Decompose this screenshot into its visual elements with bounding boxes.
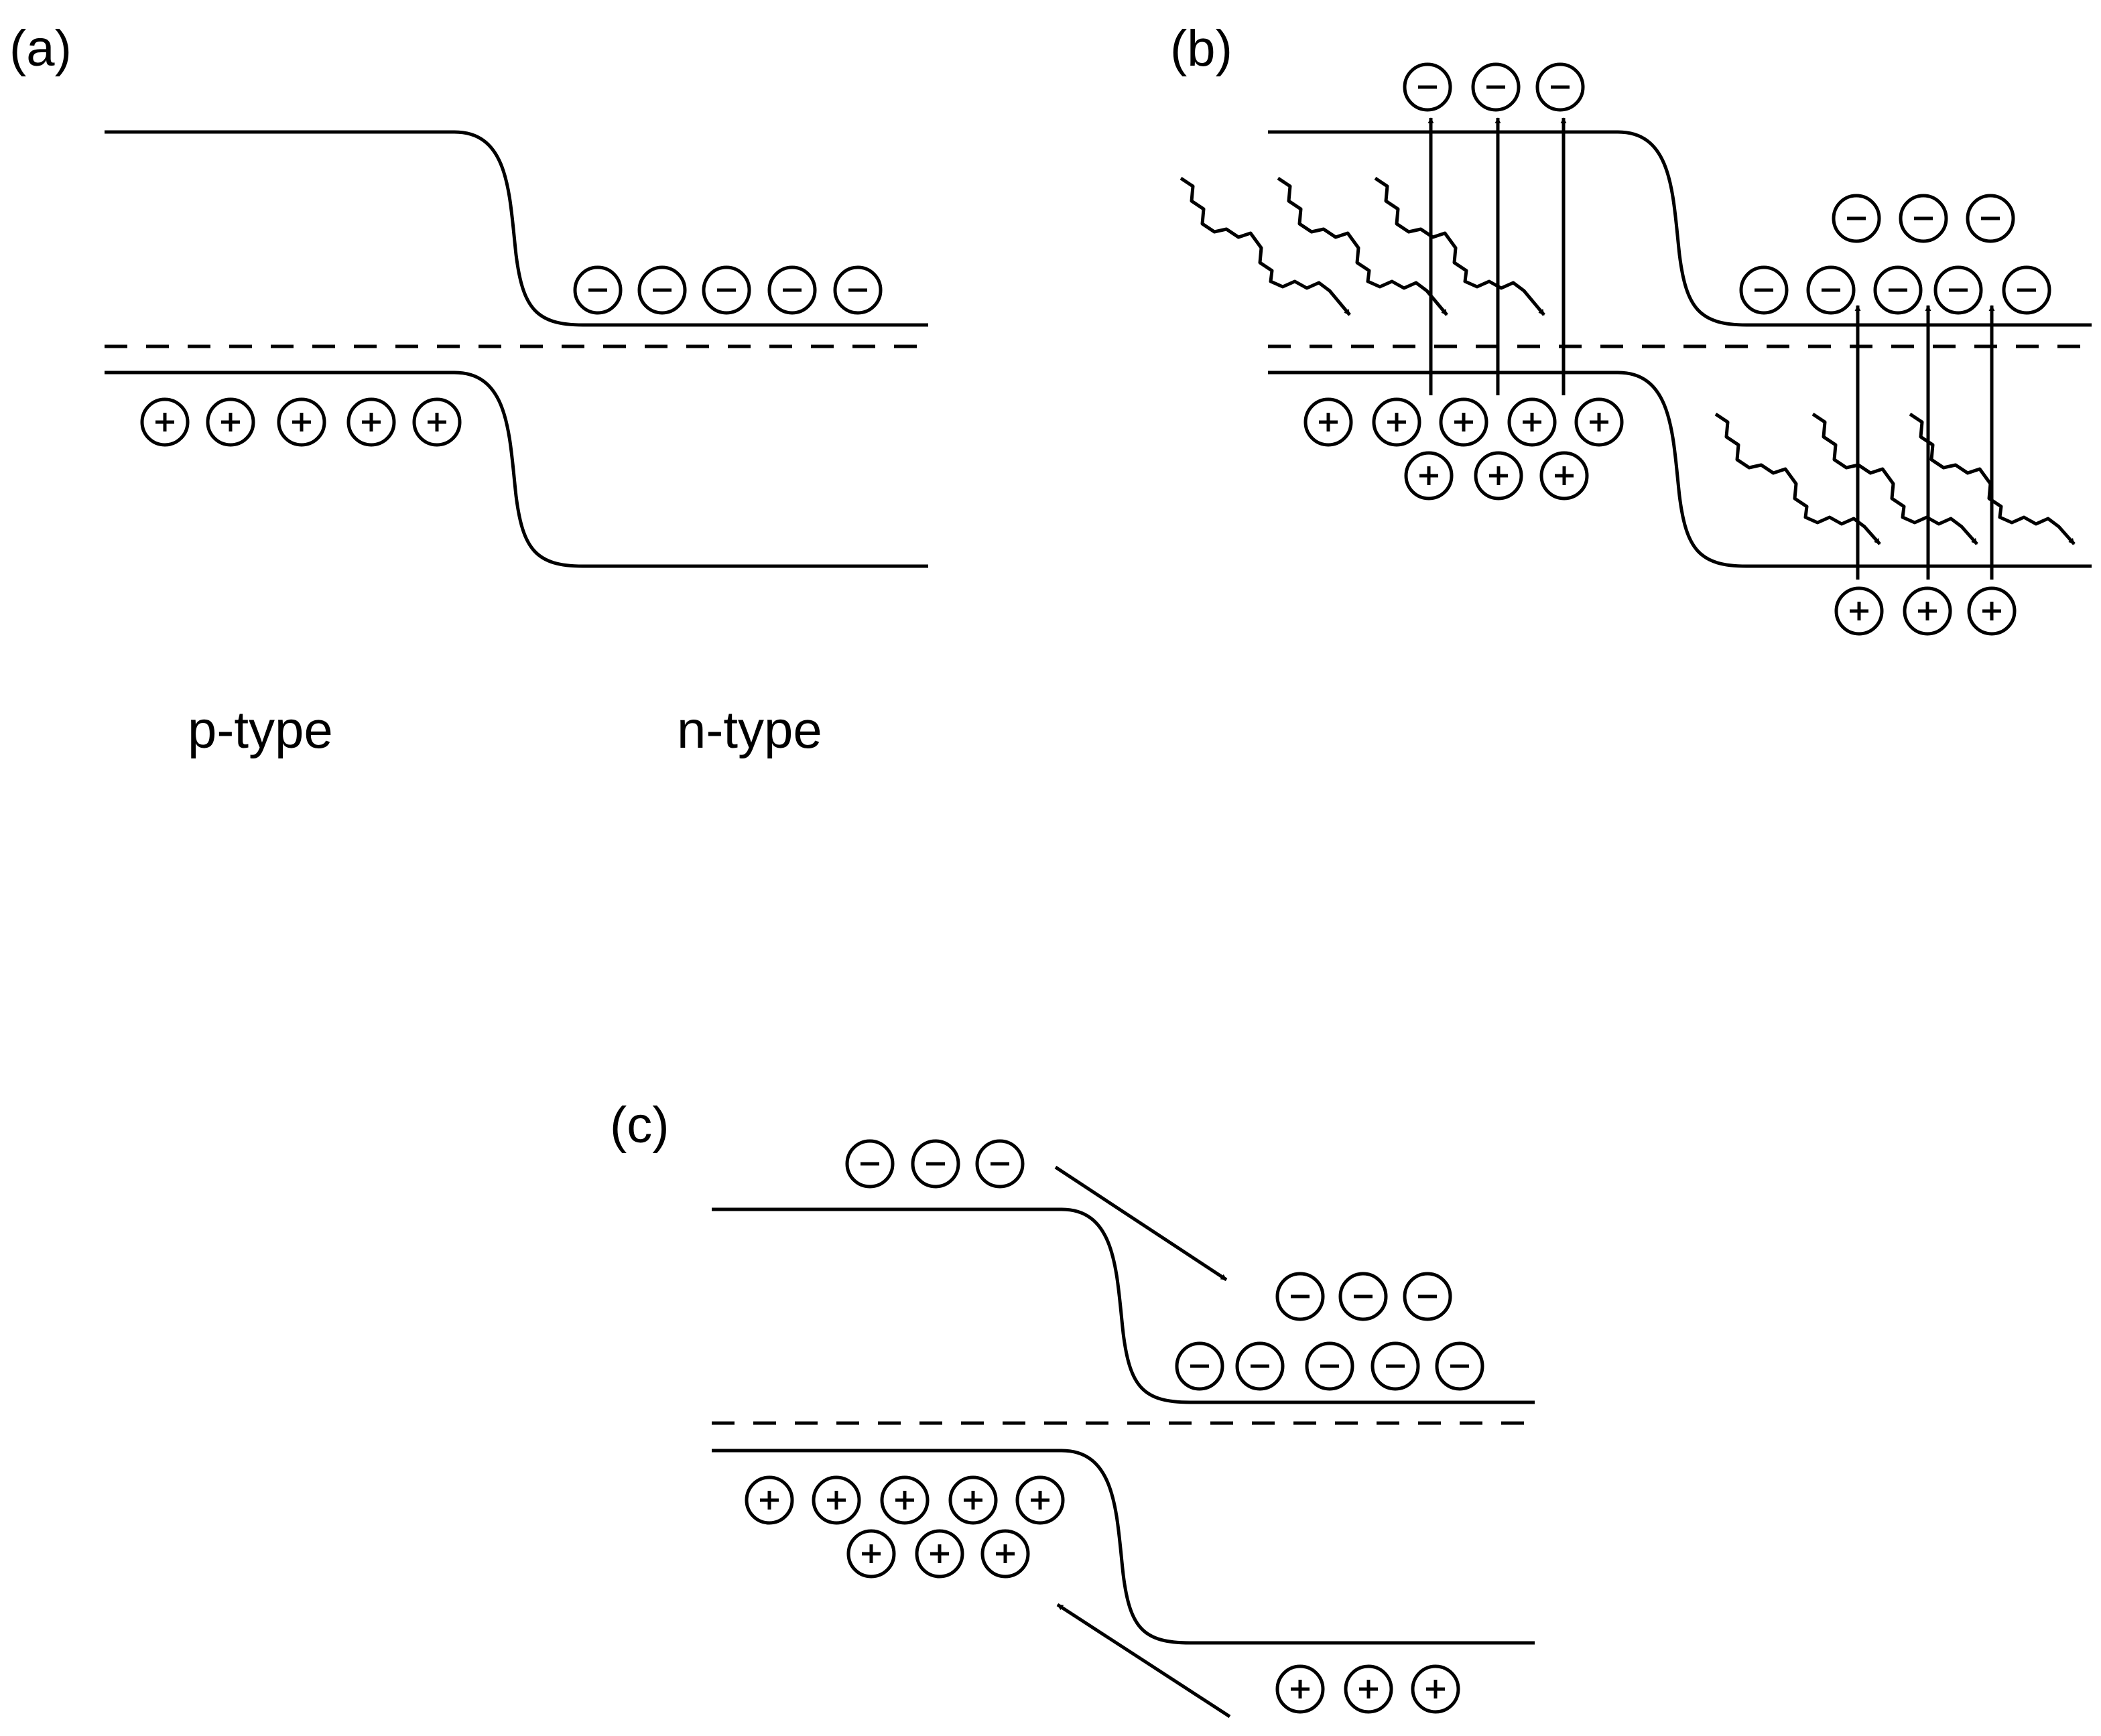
hole-symbol [880,1475,930,1525]
hole-symbol [1539,451,1589,500]
hole-symbol [1574,397,1624,447]
hole-symbol [1015,1475,1065,1525]
hole-symbol [140,397,190,447]
hole-symbol [1439,397,1488,447]
hole-symbol [1903,586,1952,636]
electron-symbol [1305,1341,1354,1391]
electron-diffusion-arrow [1054,1165,1228,1282]
electron-symbol [1966,194,2015,243]
electron-symbol [1832,194,1881,243]
electron-symbol [1175,1341,1224,1391]
electron-symbol [637,265,687,315]
electron-symbol [911,1139,960,1189]
electron-symbol [1403,1272,1452,1321]
hole-symbol [1275,1664,1325,1714]
hole-symbol [206,397,255,447]
electron-symbol [702,265,751,315]
hole-symbol [1967,586,2017,636]
electron-symbol [573,265,623,315]
electron-symbol [833,265,883,315]
photon-wavy-arrow [1714,412,1881,545]
hole-symbol [1474,451,1523,500]
electron-symbol [1435,1341,1484,1391]
hole-symbol [948,1475,998,1525]
photons-p-side [1180,176,1545,316]
hole-symbol [745,1475,794,1525]
hole-symbol [1411,1664,1460,1714]
electron-symbol [767,265,817,315]
hole-symbol [980,1529,1030,1579]
hole-symbol [1303,397,1353,447]
hole-symbol [1507,397,1557,447]
electron-symbol [1535,62,1585,112]
conduction-band-c [712,1207,1535,1404]
carriers-c [745,1139,1484,1714]
conduction-band-a [105,130,928,327]
hole-symbol [346,397,396,447]
hole-symbol [915,1529,964,1579]
electron-symbol [1235,1341,1285,1391]
panel-a: (a) p-type n-type [9,20,928,759]
electron-symbol [1806,265,1856,315]
hole-symbol [412,397,462,447]
photon-wavy-arrow [1909,412,2076,545]
electron-symbol [1933,265,1983,315]
electron-symbol [1403,62,1452,112]
electron-symbol [845,1139,895,1189]
electron-symbol [1899,194,1948,243]
electron-symbol [1275,1272,1325,1321]
excitation-arrows-p-side [1427,117,1567,395]
electron-symbol [1471,62,1521,112]
photon-wavy-arrow [1374,176,1545,316]
electron-symbol [1371,1341,1420,1391]
valence-band-a [105,371,928,568]
electron-symbol [975,1139,1025,1189]
conduction-band-b [1268,130,2092,327]
n-type-label: n-type [677,700,822,759]
electron-symbol [1739,265,1789,315]
electron-symbol [2002,265,2051,315]
panel-c: (c) [610,1097,1535,1719]
hole-symbol [1404,451,1454,500]
carriers-a [140,265,883,447]
carriers-b [1303,62,2051,636]
p-type-label: p-type [188,700,333,759]
photon-wavy-arrow [1180,176,1351,316]
hole-symbol [277,397,326,447]
hole-diffusion-arrow [1056,1603,1231,1719]
electron-symbol [1873,265,1923,315]
electron-symbol [1338,1272,1388,1321]
photon-wavy-arrow [1277,176,1448,316]
valence-band-b [1268,371,2092,568]
photon-wavy-arrow [1811,412,1978,545]
hole-symbol [846,1529,896,1579]
panel-label-c: (c) [610,1097,670,1154]
panel-label-a: (a) [9,20,72,77]
photons-n-side [1714,412,2076,545]
panel-label-b: (b) [1170,20,1232,77]
valence-band-c [712,1449,1535,1645]
hole-symbol [812,1475,861,1525]
hole-symbol [1344,1664,1393,1714]
hole-symbol [1372,397,1421,447]
hole-symbol [1834,586,1884,636]
panel-b: (b) [1170,20,2092,636]
